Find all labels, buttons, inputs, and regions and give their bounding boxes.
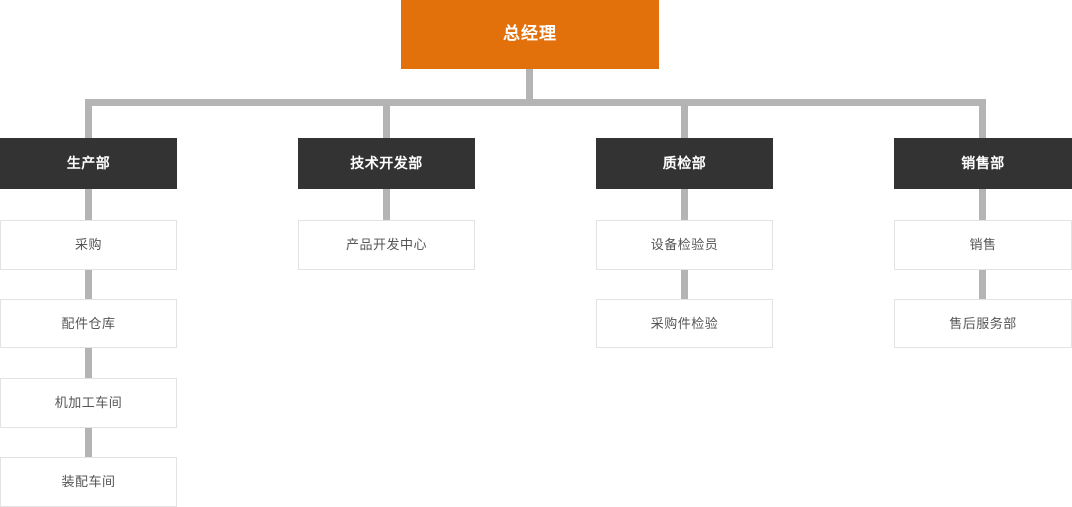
node-sub-product-development-center[interactable]: 产品开发中心	[298, 220, 475, 270]
node-sub-after-sales-service[interactable]: 售后服务部	[894, 299, 1072, 348]
node-sub-equipment-inspector[interactable]: 设备检验员	[596, 220, 773, 270]
connector-drop-branch-3	[681, 99, 688, 139]
connector-branch-1-child-4	[85, 428, 92, 457]
node-sub-machining-workshop[interactable]: 机加工车间	[0, 378, 177, 428]
node-dept-technical-development[interactable]: 技术开发部	[298, 138, 475, 189]
connector-root-stem	[526, 69, 533, 101]
node-sub-parts-warehouse[interactable]: 配件仓库	[0, 299, 177, 348]
connector-branch-1-child-3	[85, 348, 92, 378]
node-dept-production[interactable]: 生产部	[0, 138, 177, 189]
node-sub-assembly-workshop[interactable]: 装配车间	[0, 457, 177, 507]
connector-drop-branch-4	[979, 99, 986, 139]
connector-distribution-bar	[85, 99, 986, 106]
connector-branch-2-child-1	[383, 189, 390, 220]
connector-drop-branch-2	[383, 99, 390, 139]
connector-branch-1-child-1	[85, 189, 92, 220]
connector-drop-branch-1	[85, 99, 92, 139]
node-sub-sales[interactable]: 销售	[894, 220, 1072, 270]
connector-branch-3-child-1	[681, 189, 688, 220]
connector-branch-4-child-1	[979, 189, 986, 220]
node-dept-quality-inspection[interactable]: 质检部	[596, 138, 773, 189]
connector-branch-3-child-2	[681, 270, 688, 299]
node-sub-purchased-parts-inspection[interactable]: 采购件检验	[596, 299, 773, 348]
node-sub-procurement[interactable]: 采购	[0, 220, 177, 270]
connector-branch-4-child-2	[979, 270, 986, 299]
connector-branch-1-child-2	[85, 270, 92, 299]
node-root-general-manager[interactable]: 总经理	[401, 0, 659, 69]
node-dept-sales[interactable]: 销售部	[894, 138, 1072, 189]
